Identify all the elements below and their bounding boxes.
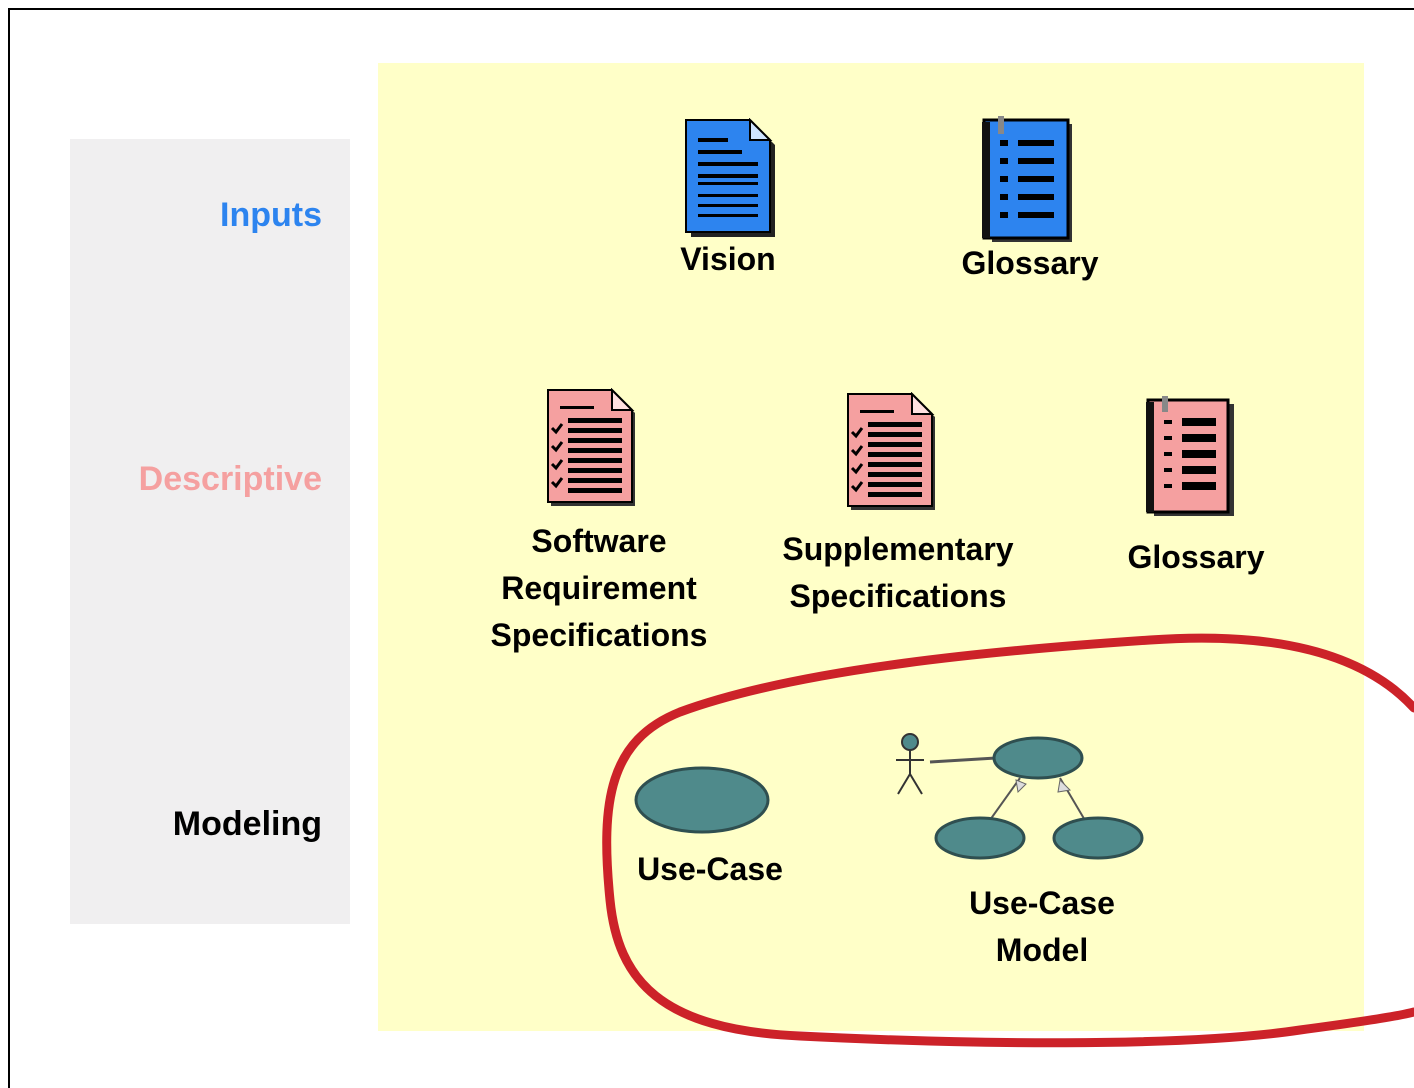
category-label-panel — [70, 139, 350, 924]
supplementary-label: Supplementary Specifications — [782, 531, 1014, 614]
use-case-model-label: Use-Case Model — [969, 885, 1115, 968]
use-case-ellipse-icon — [634, 766, 770, 834]
glossary-input-icon — [982, 116, 1072, 242]
category-label-modeling: Modeling — [172, 805, 322, 843]
glossary-input-label: Glossary — [961, 245, 1099, 281]
image-frame — [8, 8, 1414, 1088]
category-label-descriptive: Descriptive — [138, 460, 322, 498]
category-label-inputs: Inputs — [220, 196, 322, 234]
vision-label: Vision — [680, 241, 776, 277]
glossary-descriptive-icon — [1146, 396, 1234, 516]
artifact-panel — [378, 63, 1364, 1031]
srs-document-icon — [547, 388, 635, 506]
use-case-model-icon — [896, 733, 1144, 860]
srs-label: Software Requirement Specifications — [490, 523, 708, 653]
vision-document-icon — [685, 118, 775, 237]
use-case-label: Use-Case — [637, 851, 783, 887]
supplementary-document-icon — [847, 392, 935, 510]
glossary-descriptive-label: Glossary — [1127, 539, 1265, 575]
